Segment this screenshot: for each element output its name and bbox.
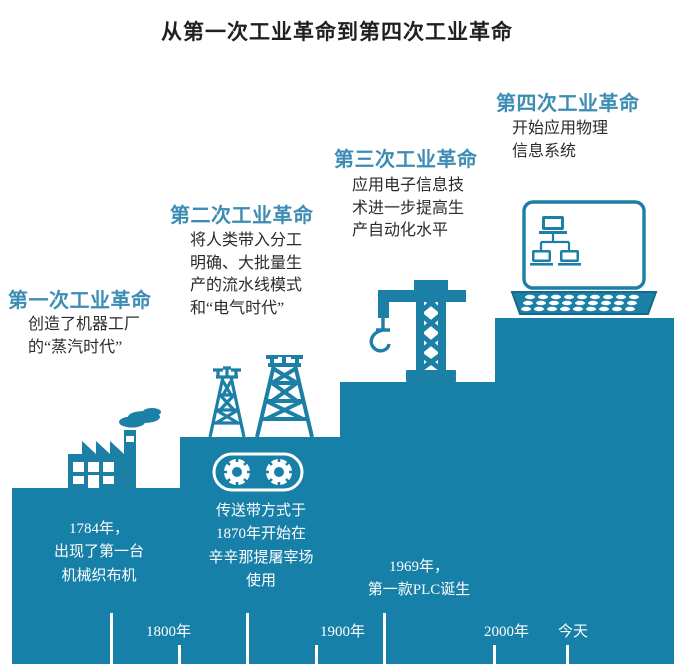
revolution-1-heading: 第一次工业革命 — [8, 290, 152, 312]
axis-tick-minor-4 — [566, 645, 569, 664]
axis-baseline — [0, 664, 674, 671]
axis-tick-minor-2 — [315, 645, 318, 664]
crane-icon — [366, 272, 484, 382]
axis-tick-minor-3 — [493, 645, 496, 664]
axis-tick-major-3 — [383, 613, 386, 664]
revolution-3-caption: 1969年， 第一款PLC诞生 — [367, 559, 471, 599]
axis-label-2000: 2000年 — [484, 624, 530, 640]
step-3-block — [340, 382, 495, 671]
factory-icon — [62, 404, 180, 488]
laptop-icon — [506, 198, 662, 318]
revolution-3-description: 应用电子信息技 术进一步提高生 产自动化水平 — [352, 177, 465, 240]
power-tower-icon — [196, 355, 318, 437]
step-4-block — [495, 318, 674, 671]
revolution-1-caption: 1784年， 出现了第一台 机械织布机 — [53, 521, 144, 584]
revolution-2-caption: 传送带方式于 1870年开始在 辛辛那提屠宰场 使用 — [208, 503, 314, 589]
page-title: 从第一次工业革命到第四次工业革命 — [161, 20, 513, 44]
revolution-2-description: 将人类带入分工 明确、大批量生 产的流水线模式 和“电气时代” — [190, 232, 303, 318]
axis-tick-major-2 — [246, 613, 249, 664]
step-2-block — [180, 437, 340, 671]
axis-label-1900: 1900年 — [320, 624, 366, 640]
axis-tick-major-1 — [110, 613, 113, 664]
revolution-1-description: 创造了机器工厂 的“蒸汽时代” — [28, 316, 141, 356]
axis-label-today: 今天 — [558, 624, 589, 640]
revolution-2-heading: 第二次工业革命 — [170, 205, 314, 227]
step-1-block — [12, 488, 180, 671]
revolution-4-heading: 第四次工业革命 — [496, 93, 640, 115]
revolution-4-description: 开始应用物理 信息系统 — [512, 120, 609, 160]
axis-label-1800: 1800年 — [146, 624, 192, 640]
axis-tick-minor-1 — [178, 645, 181, 664]
revolution-3-heading: 第三次工业革命 — [334, 149, 478, 171]
conveyor-belt-icon — [212, 452, 304, 492]
